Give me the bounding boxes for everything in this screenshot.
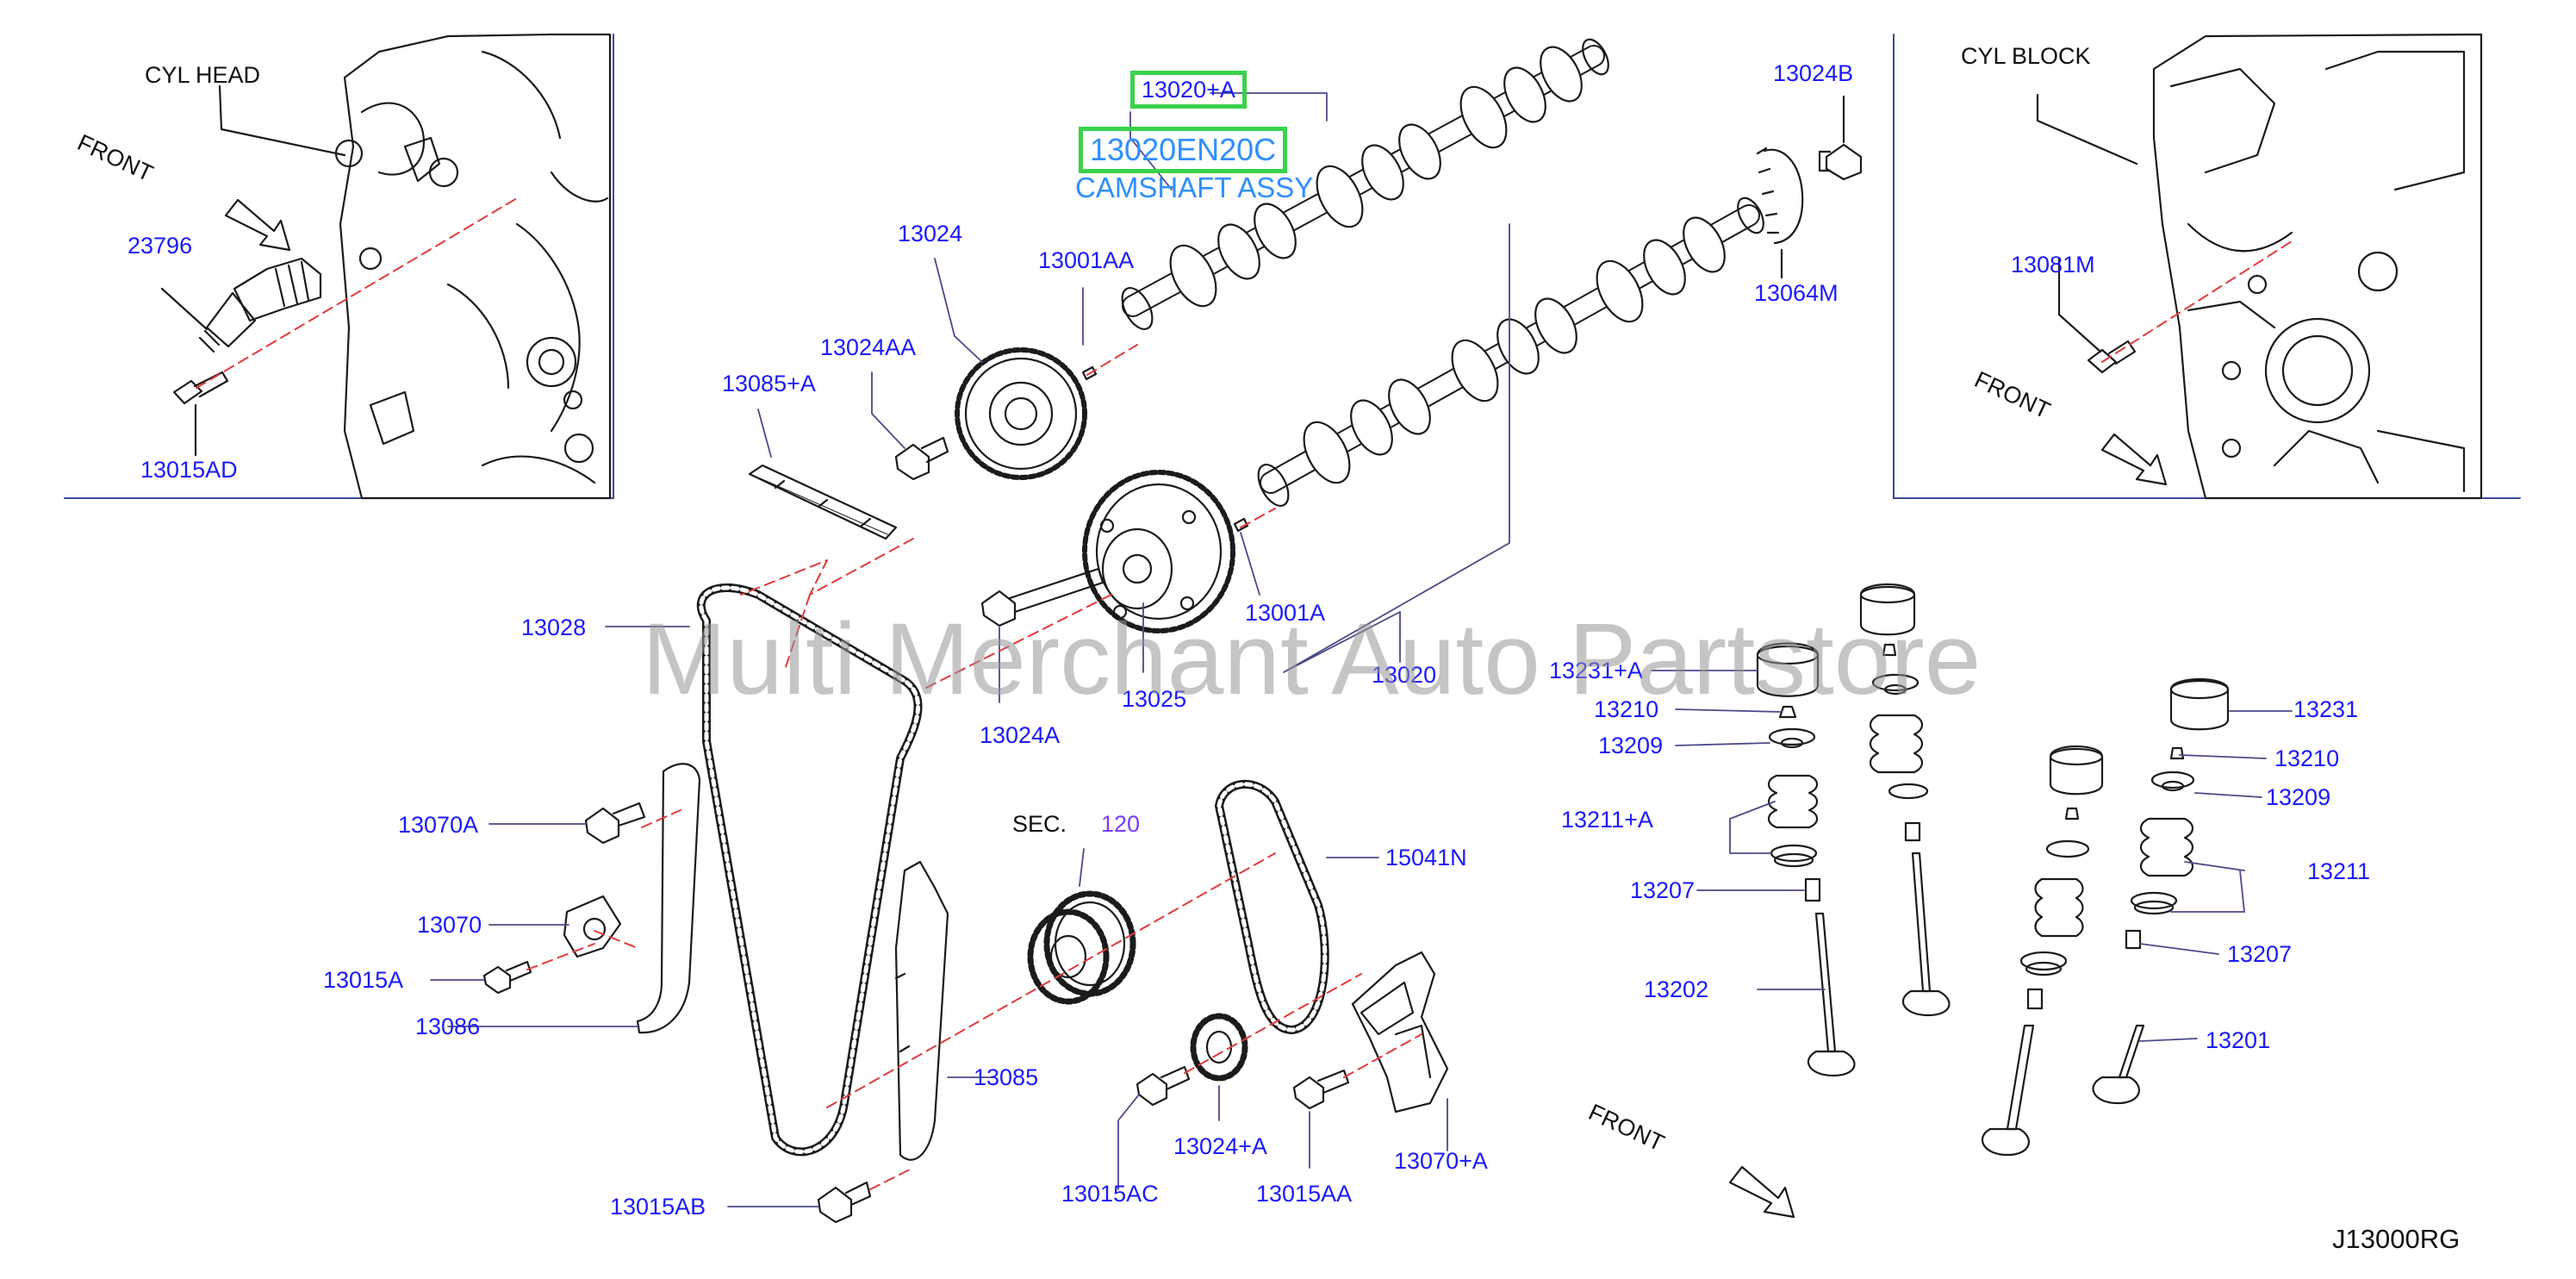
part-label-13210-left[interactable]: 13210 [1594,696,1659,722]
part-label-13001AA[interactable]: 13001AA [1038,247,1135,273]
part-label-13024[interactable]: 13024 [898,221,963,246]
part-label-13024AA[interactable]: 13024AA [820,334,917,360]
part-label-15041N[interactable]: 15041N [1385,845,1467,870]
part-label-13210-right[interactable]: 13210 [2274,746,2340,771]
highlighted-part-13020A[interactable]: 13020+A [1130,71,1247,109]
primary-timing-chain [696,583,923,1157]
part-label-13024B[interactable]: 13024B [1773,60,1854,86]
part-label-13209-right[interactable]: 13209 [2266,784,2331,810]
part-label-13070[interactable]: 13070 [417,912,482,938]
part-label-13070A[interactable]: 13070A [398,812,479,838]
part-label-13231A[interactable]: 13231+A [1549,658,1643,683]
valve-set-center [1859,583,1951,1017]
part-label-13207-left[interactable]: 13207 [1630,877,1696,903]
part-label-13015AD[interactable]: 13015AD [140,457,238,483]
part-label-13085[interactable]: 13085 [974,1064,1039,1090]
part-label-13209-left[interactable]: 13209 [1598,733,1664,758]
exhaust-sprocket [955,347,1087,480]
part-label-13201[interactable]: 13201 [2206,1027,2271,1053]
part-label-23796[interactable]: 23796 [128,233,193,259]
part-label-13211A[interactable]: 13211+A [1561,807,1653,833]
part-label-13081M[interactable]: 13081M [2011,252,2095,278]
crank-sprocket [1027,890,1136,1005]
intake-vtc-sprocket [1082,470,1235,633]
part-label-13015AA[interactable]: 13015AA [1256,1181,1353,1207]
section-reference-label: SEC. [1012,811,1067,837]
part-label-13202[interactable]: 13202 [1644,976,1709,1002]
cylinder-block-inset [1893,33,2521,500]
valve-set-right-inner [1981,745,2104,1157]
part-label-13207-right[interactable]: 13207 [2227,941,2293,967]
valve-set-right [2092,677,2230,1105]
part-label-13086[interactable]: 13086 [415,1014,481,1039]
part-label-13024plusA[interactable]: 13024+A [1173,1133,1267,1159]
part-label-13211[interactable]: 13211 [2307,858,2371,884]
cylinder-block-note: CYL BLOCK [1961,43,2091,69]
part-label-13015AC[interactable]: 13015AC [1061,1181,1159,1207]
drawing-code: J13000RG [2332,1224,2461,1254]
part-label-13064M[interactable]: 13064M [1754,280,1839,306]
part-label-13015A[interactable]: 13015A [323,967,404,993]
valve-set-left [1756,642,1856,1077]
part-label-13231[interactable]: 13231 [2293,696,2359,722]
part-label-13020[interactable]: 13020 [1372,662,1437,688]
section-reference-number[interactable]: 120 [1101,811,1141,837]
part-label-13001A[interactable]: 13001A [1245,600,1326,626]
part-label-13015AB[interactable]: 13015AB [610,1194,706,1220]
cylinder-head-inset [64,33,614,500]
secondary-timing-chain [1215,779,1329,1034]
part-label-13070plusA[interactable]: 13070+A [1394,1148,1488,1174]
camshaft-lower [1257,197,1764,507]
highlighted-part-13020EN20C[interactable]: 13020EN20C [1079,127,1288,173]
camshaft-assy-name: CAMSHAFT ASSY [1075,172,1314,203]
part-label-13025[interactable]: 13025 [1122,686,1187,712]
cylinder-head-note: CYL HEAD [145,62,261,88]
camshaft-upper [1121,38,1609,330]
part-label-13085A[interactable]: 13085+A [722,371,816,396]
part-label-13024A[interactable]: 13024A [980,722,1061,748]
watermark: Multi Merchant Auto Partstore [642,602,1982,716]
part-label-13028[interactable]: 13028 [521,615,587,640]
